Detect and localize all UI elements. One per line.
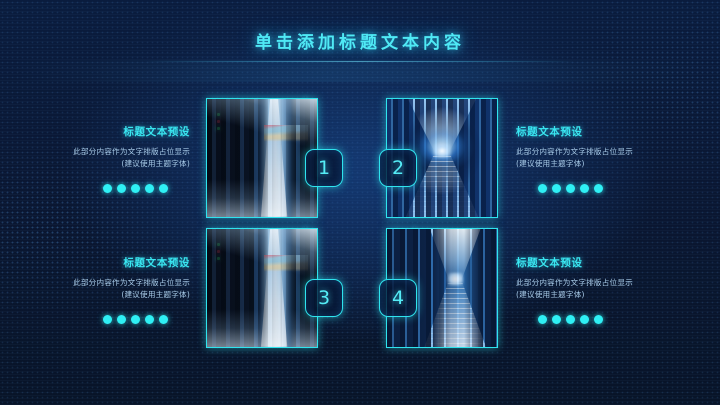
- text-block-4-line-1: 此部分内容作为文字排版占位显示: [516, 278, 633, 287]
- text-block-3-dots: [30, 314, 190, 324]
- image-3: [207, 229, 317, 347]
- image-4: [387, 229, 497, 347]
- text-block-4-dots: [516, 314, 676, 324]
- text-block-3-line-1: 此部分内容作为文字排版占位显示: [73, 278, 190, 287]
- slide-title-area: 单击添加标题文本内容: [0, 28, 720, 62]
- image-frame-2[interactable]: [386, 98, 498, 218]
- number-badge-3-label: 3: [317, 287, 331, 309]
- image-4-vanishing-point: [447, 272, 463, 286]
- text-block-4-line-2: (建议使用主题字体): [516, 290, 585, 300]
- image-frame-3[interactable]: [206, 228, 318, 348]
- text-block-1-dots: [30, 183, 190, 193]
- text-block-3-heading: 标题文本预设: [123, 257, 190, 269]
- image-1-aisle: [260, 99, 288, 217]
- text-block-2: 标题文本预设 此部分内容作为文字排版占位显示 (建议使用主题字体): [516, 124, 676, 193]
- image-4-ceiling: [429, 229, 481, 281]
- image-1: [207, 99, 317, 217]
- image-3-ceiling-pipes: [264, 254, 309, 281]
- image-3-aisle: [260, 229, 288, 347]
- number-badge-4[interactable]: 4: [379, 279, 417, 317]
- title-glow-band: [10, 60, 710, 82]
- image-4-floor: [424, 283, 486, 347]
- text-block-4-heading: 标题文本预设: [516, 257, 583, 269]
- text-block-3-line-2: (建议使用主题字体): [121, 290, 190, 300]
- text-block-1-line-1: 此部分内容作为文字排版占位显示: [73, 147, 190, 156]
- text-block-1-heading: 标题文本预设: [123, 126, 190, 138]
- text-block-1-line-2: (建议使用主题字体): [121, 159, 190, 169]
- number-badge-3[interactable]: 3: [305, 279, 343, 317]
- image-1-ceiling-pipes: [264, 124, 309, 151]
- text-block-2-line-2: (建议使用主题字体): [516, 159, 585, 169]
- image-frame-1[interactable]: [206, 98, 318, 218]
- number-badge-2-label: 2: [391, 157, 405, 179]
- number-badge-1[interactable]: 1: [305, 149, 343, 187]
- page-title: 单击添加标题文本内容: [255, 33, 465, 53]
- image-2-ceiling: [407, 99, 477, 154]
- title-underline: [145, 61, 575, 62]
- text-block-1: 标题文本预设 此部分内容作为文字排版占位显示 (建议使用主题字体): [30, 124, 190, 193]
- text-block-2-heading: 标题文本预设: [516, 126, 583, 138]
- number-badge-1-label: 1: [317, 157, 331, 179]
- image-2-vanishing-point: [433, 143, 451, 158]
- text-block-3: 标题文本预设 此部分内容作为文字排版占位显示 (建议使用主题字体): [30, 255, 190, 324]
- text-block-4: 标题文本预设 此部分内容作为文字排版占位显示 (建议使用主题字体): [516, 255, 676, 324]
- text-block-2-dots: [516, 183, 676, 193]
- number-badge-4-label: 4: [391, 287, 405, 309]
- number-badge-2[interactable]: 2: [379, 149, 417, 187]
- image-1-rack-leds: [216, 113, 220, 134]
- image-3-rack-leds: [216, 243, 220, 264]
- text-block-2-line-1: 此部分内容作为文字排版占位显示: [516, 147, 633, 156]
- image-frame-4[interactable]: [386, 228, 498, 348]
